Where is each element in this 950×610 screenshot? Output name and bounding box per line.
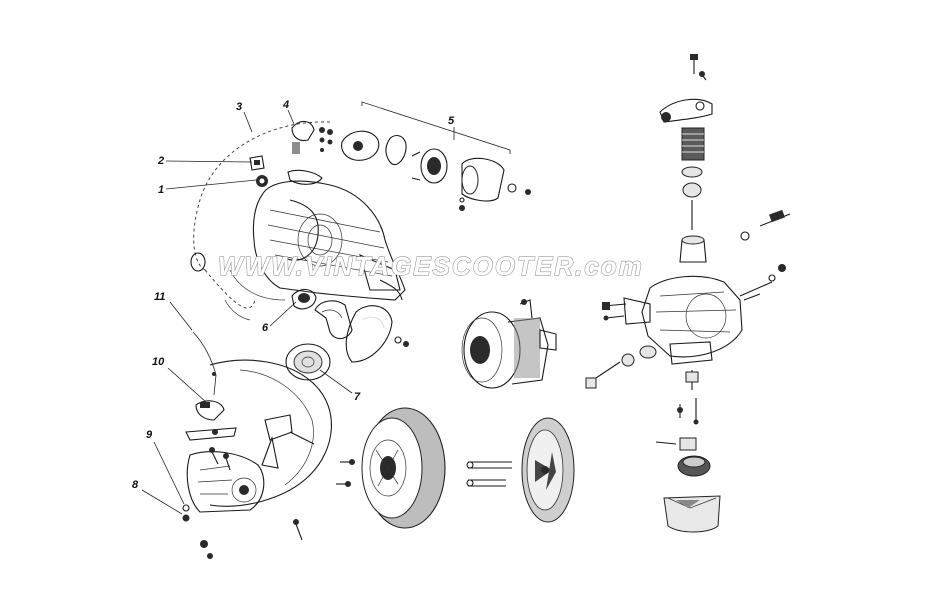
callout-5: 5: [448, 115, 455, 140]
studs: [466, 461, 512, 487]
callout-1: 1: [158, 179, 257, 196]
callouts: 1 2 3 4 5 6 7 8: [132, 99, 455, 515]
part-1-spark-cap: [256, 175, 268, 187]
svg-text:9: 9: [146, 429, 153, 441]
part-7-gasket: [285, 343, 331, 381]
callout-9: 9: [146, 429, 185, 505]
svg-text:6: 6: [262, 322, 269, 334]
callout-8: 8: [132, 479, 183, 515]
part-4-fitting: [287, 120, 333, 185]
svg-text:3: 3: [236, 101, 242, 113]
part-9-washer: [182, 504, 190, 512]
svg-text:2: 2: [157, 155, 164, 167]
fan-cover-plate: [521, 417, 575, 523]
cowl-piece: [345, 305, 409, 363]
part-5-filter-assembly: [341, 101, 531, 211]
screw-lower: [293, 519, 303, 541]
stator-housing: [185, 331, 332, 513]
flywheel-with-carb: [461, 299, 557, 389]
svg-text:10: 10: [152, 356, 165, 368]
part-2-bracket: [249, 155, 265, 171]
callout-11: 11: [154, 291, 193, 331]
part-8-nut: [182, 514, 213, 559]
callout-7: 7: [319, 369, 361, 403]
svg-text:4: 4: [282, 99, 289, 111]
svg-text:1: 1: [158, 184, 164, 196]
carburetor-exploded: [585, 54, 791, 533]
svg-text:8: 8: [132, 479, 139, 491]
callout-10: 10: [152, 356, 207, 403]
svg-text:5: 5: [448, 115, 455, 127]
intake-elbow: [314, 300, 353, 340]
svg-text:7: 7: [354, 391, 361, 403]
callout-3: 3: [236, 101, 253, 133]
flywheel: [336, 407, 446, 529]
callout-2: 2: [157, 155, 253, 167]
carb-spring: [681, 127, 705, 161]
svg-text:11: 11: [154, 291, 165, 303]
callout-6: 6: [262, 301, 297, 334]
watermark-text: WWW.VINTAGESCOOTER.com: [218, 251, 644, 281]
callout-4: 4: [282, 99, 295, 125]
part-6-flange: [291, 288, 317, 310]
